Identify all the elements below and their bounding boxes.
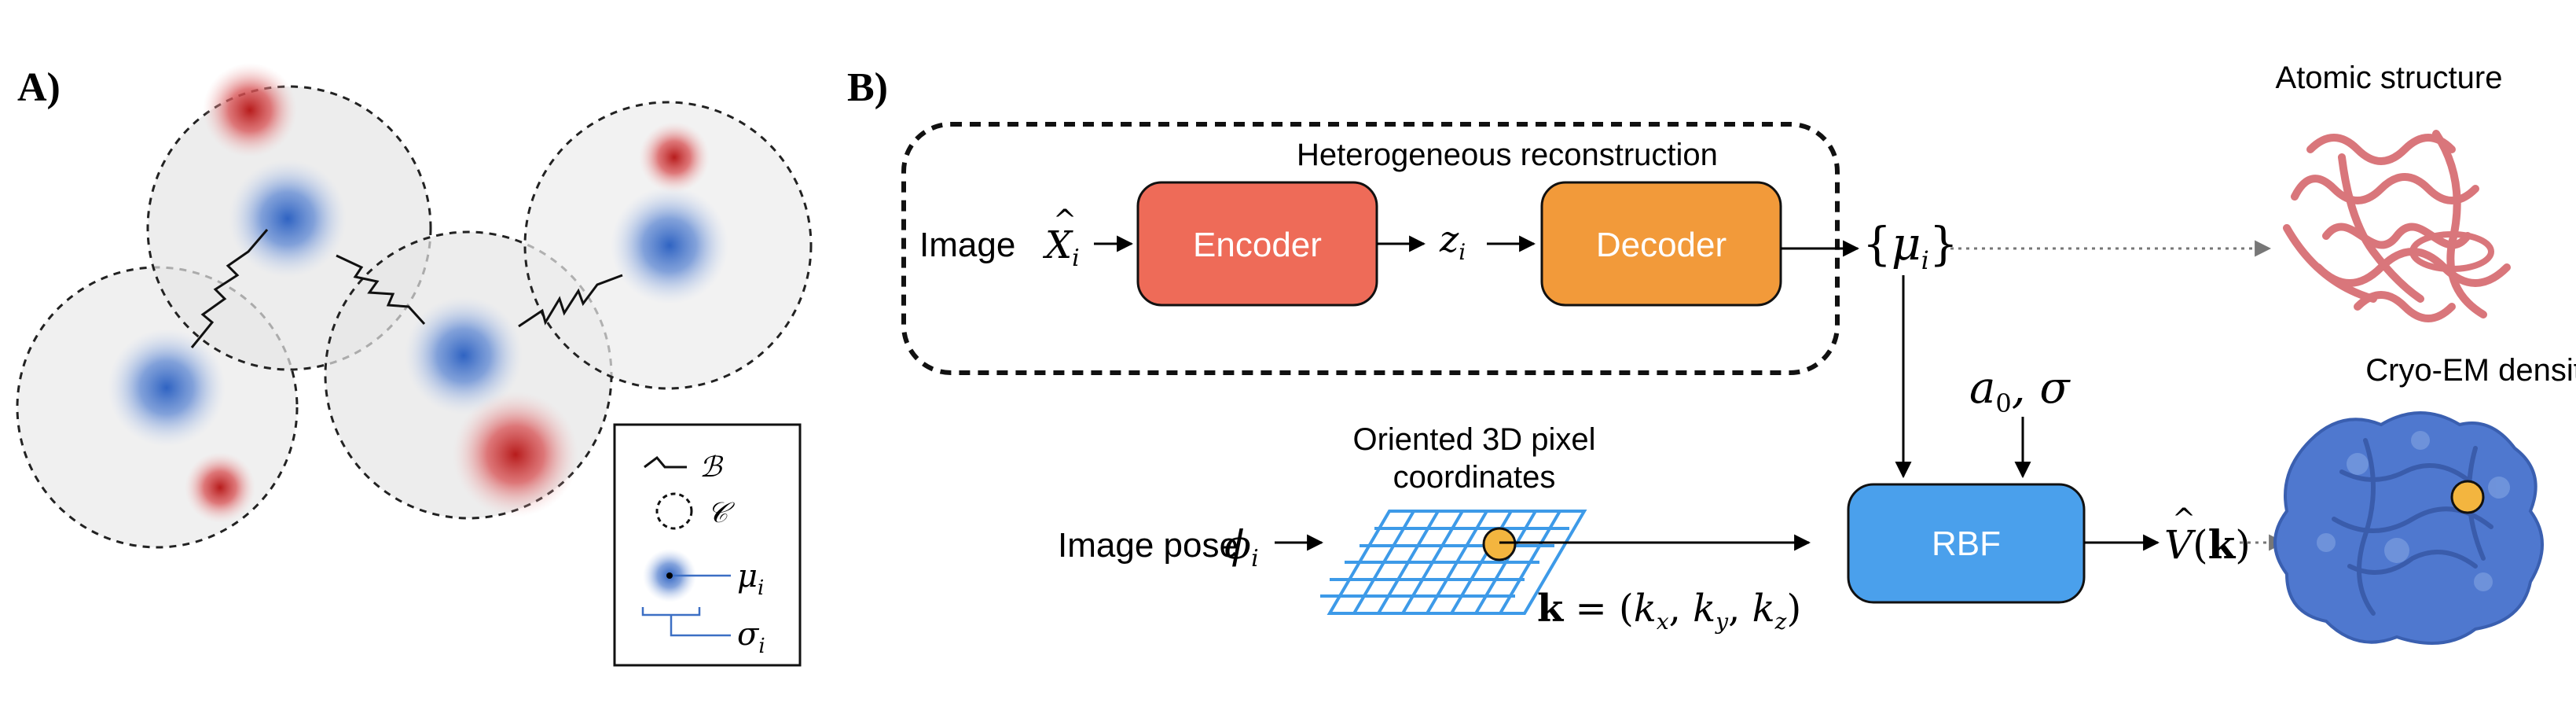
image-var-sub: i [1072,245,1080,272]
vhat-expr: V(k) [2164,521,2251,568]
vhat-hat: ^ [2172,503,2196,536]
mu-set-sub: i [1921,245,1929,275]
latent-var-letter: z [1439,218,1459,260]
grid-point [1482,527,1517,561]
encoder-label: Encoder [1193,226,1322,264]
gaussians [108,63,728,523]
legend-box [613,423,802,667]
pixel-title-line2: coordinates [1393,460,1556,495]
gaussian-red-1 [203,63,297,157]
vhat-close: ) [2235,522,2251,568]
gaussian-red-2 [185,452,255,523]
legend-bond-symbol: ℬ [699,451,724,484]
rbf-label: RBF [1932,524,2001,563]
pose-var: ϕi [1224,522,1259,572]
k-y-sub: y [1714,609,1729,635]
mu-set: {μi} [1862,217,1958,275]
pose-var-letter: ϕ [1224,522,1251,568]
mu-set-open: { [1862,217,1892,271]
legend-sigma-label: σi [737,617,765,658]
param-sigma: , σ [2012,363,2071,414]
legend-sigma-var: σ [737,617,760,653]
k-x: k [1634,587,1657,631]
cryo-density-image [2273,411,2544,645]
gaussian-blue-3 [405,296,523,414]
gaussian-blue-2 [108,329,226,447]
k-equation: k = (kx, ky, kz) [1537,587,1801,635]
cryo-title: Cryo-EM density [2365,353,2576,388]
k-close: ) [1786,587,1801,631]
panel-b: B) Heterogeneous reconstruction Image Xi… [847,61,2576,645]
panel-a-label: A) [17,65,61,110]
legend-clash-icon [655,492,693,530]
vhat-k: k [2208,521,2237,568]
latent-var: zi [1439,218,1466,265]
decoder-label: Decoder [1596,226,1727,264]
bond-3 [518,274,623,328]
legend-mu-sub: i [758,576,764,600]
gaussian-red-4 [639,122,710,193]
gaussian-blue-1 [229,160,347,278]
bonds [190,229,623,348]
pose-label: Image pose [1058,526,1238,565]
gaussian-red-3 [453,392,578,517]
panel-a-legend: ℬ 𝒞 μi σi [613,423,802,667]
atomic-title: Atomic structure [2276,61,2503,95]
panel-a: A) ℬ [16,63,813,667]
k-eq: = ( [1563,587,1633,631]
k-z-sub: z [1774,609,1787,635]
mu-set-var: μ [1892,217,1921,271]
mu-set-close: } [1929,217,1958,271]
legend-sigma-sub: i [758,635,765,658]
protein-ribbon-image [2283,130,2511,322]
image-var: Xi [1042,223,1080,272]
image-var-letter: X [1042,223,1073,267]
rbf-params: a0, σ [1969,363,2071,418]
bond-2 [336,254,426,326]
bond-1 [190,229,269,348]
k-x-sub: x [1657,609,1669,635]
image-label: Image [919,226,1015,264]
decoder-box [1540,181,1782,307]
vhat-open: ( [2193,522,2208,568]
legend-sigma-leader [670,615,731,637]
param-a: a [1969,363,1995,414]
param-a-sub: 0 [1995,388,2011,418]
group-title: Heterogeneous reconstruction [1297,138,1718,172]
density-point [2450,480,2485,514]
legend-bond-icon [644,455,687,469]
k-z: k [1752,587,1775,631]
panel-b-label: B) [847,65,888,110]
legend-mu-var: μ [737,558,758,594]
legend-mean-dot [666,572,673,579]
pose-var-sub: i [1251,545,1259,572]
k-sep1: , [1669,587,1693,631]
k-bold: k [1537,587,1565,631]
k-y: k [1693,587,1715,631]
k-sep2: , [1728,587,1752,631]
legend-mu-label: μi [737,558,764,600]
pixel-grid [1320,510,1587,615]
gaussian-blue-4 [611,186,728,304]
vhat-var: V [2164,522,2196,568]
latent-var-sub: i [1459,239,1466,265]
image-var-hat: ^ [1053,204,1077,237]
pixel-title-line1: Oriented 3D pixel [1352,422,1595,457]
